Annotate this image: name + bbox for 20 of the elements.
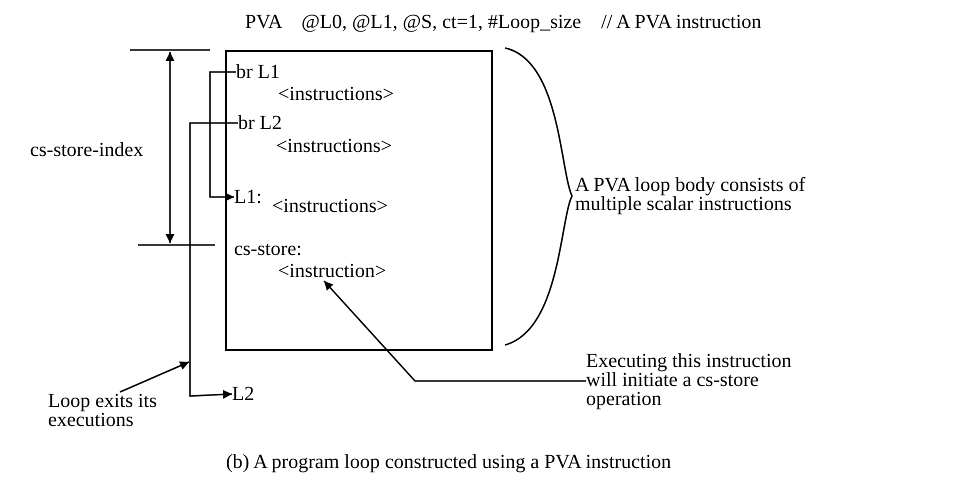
brace-label: A PVA loop body consists of multiple scalar instructions bbox=[575, 176, 806, 214]
code-line: cs-store: bbox=[234, 239, 302, 259]
arrow bbox=[189, 122, 238, 399]
code-line: <instructions> bbox=[276, 136, 392, 156]
code-label: L2 bbox=[232, 384, 254, 404]
code-line: <instructions> bbox=[272, 196, 388, 216]
code-line: br L2 bbox=[238, 113, 282, 133]
code-line: <instruction> bbox=[278, 261, 386, 281]
annotation-text: Loop exits its executions bbox=[48, 392, 158, 430]
dimension-label: cs-store-index bbox=[30, 140, 144, 160]
code-box bbox=[225, 50, 493, 351]
arrow bbox=[324, 280, 586, 382]
leader-line bbox=[120, 361, 190, 393]
figure-caption: (b) A program loop constructed using a PVA instruction bbox=[226, 452, 672, 472]
arrow bbox=[209, 71, 236, 202]
annotation-text: Executing this instruction will initiate a cs-store operation bbox=[586, 352, 811, 409]
instruction-text: PVA @L0, @L1, @S, ct=1, #Loop_size // A PVA instruction bbox=[245, 12, 762, 32]
code-line: L1: bbox=[234, 187, 262, 207]
code-line: <instructions> bbox=[278, 84, 394, 104]
code-line: br L1 bbox=[236, 62, 280, 82]
